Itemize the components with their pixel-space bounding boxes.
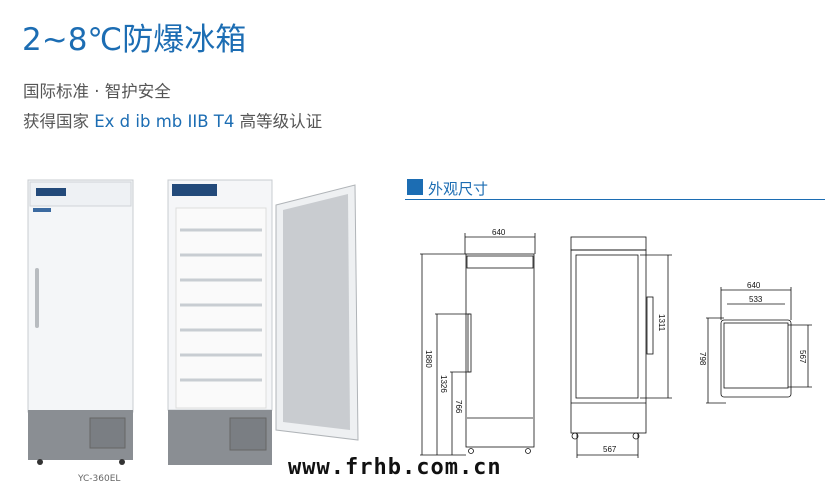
subtitle-line-1: 国际标准 · 智护安全 (23, 82, 171, 101)
chart-icon (407, 179, 423, 195)
top-inner-width-label: 533 (749, 295, 763, 304)
top-outer-width-label: 640 (747, 281, 761, 290)
top-body-depth-label: 567 (798, 350, 807, 364)
section-divider (405, 199, 825, 200)
top-view-drawing (706, 287, 812, 404)
side-depth-label: 567 (603, 445, 617, 454)
subtitle-line-2: 获得国家 Ex d ib mb IIB T4 高等级认证 (23, 108, 322, 132)
top-total-depth-label: 798 (698, 352, 707, 366)
front-view-drawing (420, 233, 536, 456)
fridge-photo-closed (27, 179, 134, 465)
door-height-label: 1311 (657, 314, 666, 332)
side-view-drawing (570, 236, 672, 458)
page-title: 2~8℃防爆冰箱 (22, 22, 247, 58)
cert-code: Ex d ib mb IIB T4 (94, 112, 235, 131)
section-title: 外观尺寸 (428, 180, 489, 198)
front-width-label: 640 (492, 228, 506, 237)
fridge-photo-open (167, 179, 359, 465)
cert-prefix: 获得国家 (23, 112, 95, 131)
watermark: www.frhb.com.cn (288, 455, 502, 480)
handle-bottom-label: 766 (454, 400, 463, 414)
model-caption: YC-360EL (78, 474, 121, 484)
handle-top-label: 1326 (439, 375, 448, 393)
cert-suffix: 高等级认证 (234, 112, 323, 131)
front-height-label: 1880 (424, 350, 433, 368)
